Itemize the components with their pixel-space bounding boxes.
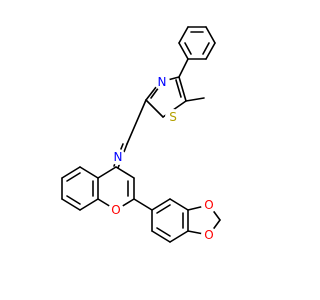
bond xyxy=(66,172,81,182)
atom-dioxole-oxygen-bottom: O xyxy=(201,227,217,243)
bond xyxy=(178,76,187,102)
bond xyxy=(205,26,216,44)
benzodioxole-ring xyxy=(151,198,189,243)
bond xyxy=(115,166,135,179)
benzo-ring xyxy=(61,166,99,211)
thiazole-nitrogen-label: N xyxy=(158,75,167,89)
bond xyxy=(79,198,99,211)
imine-nitrogen-label: N xyxy=(114,150,123,164)
bond xyxy=(145,99,164,118)
phenyl-ring xyxy=(178,26,216,60)
atom-thiazole-nitrogen: N xyxy=(154,74,170,90)
atom-imine-nitrogen: N xyxy=(110,149,126,165)
bond xyxy=(66,195,81,205)
thiazole-sulfur-label: S xyxy=(169,110,177,124)
chemical-structure-diagram: N N S O O O xyxy=(61,26,221,243)
bond xyxy=(126,99,147,145)
methyl-bond xyxy=(185,97,205,102)
bond xyxy=(175,79,182,98)
bond xyxy=(178,58,189,78)
chromene-oxygen-label: O xyxy=(111,203,120,217)
bond xyxy=(205,42,216,60)
bond xyxy=(150,86,160,99)
bond xyxy=(151,198,171,211)
dioxole-oxygen-bottom-label: O xyxy=(204,228,213,242)
bond xyxy=(178,42,189,60)
bond xyxy=(202,42,210,55)
atom-chromene-oxygen: O xyxy=(108,202,124,218)
atom-thiazole-sulfur: S xyxy=(165,109,181,125)
bond xyxy=(133,198,153,211)
dioxole-oxygen-top-label: O xyxy=(204,198,213,212)
bond xyxy=(169,230,189,243)
bond xyxy=(169,198,189,211)
bond xyxy=(79,166,99,179)
bond xyxy=(156,204,171,214)
bond xyxy=(61,166,81,179)
bond xyxy=(97,166,117,179)
bond xyxy=(178,26,189,44)
bond xyxy=(184,42,192,55)
atom-dioxole-oxygen-top: O xyxy=(201,197,217,213)
bond xyxy=(61,198,81,211)
bond xyxy=(156,227,171,237)
bond xyxy=(151,230,171,243)
